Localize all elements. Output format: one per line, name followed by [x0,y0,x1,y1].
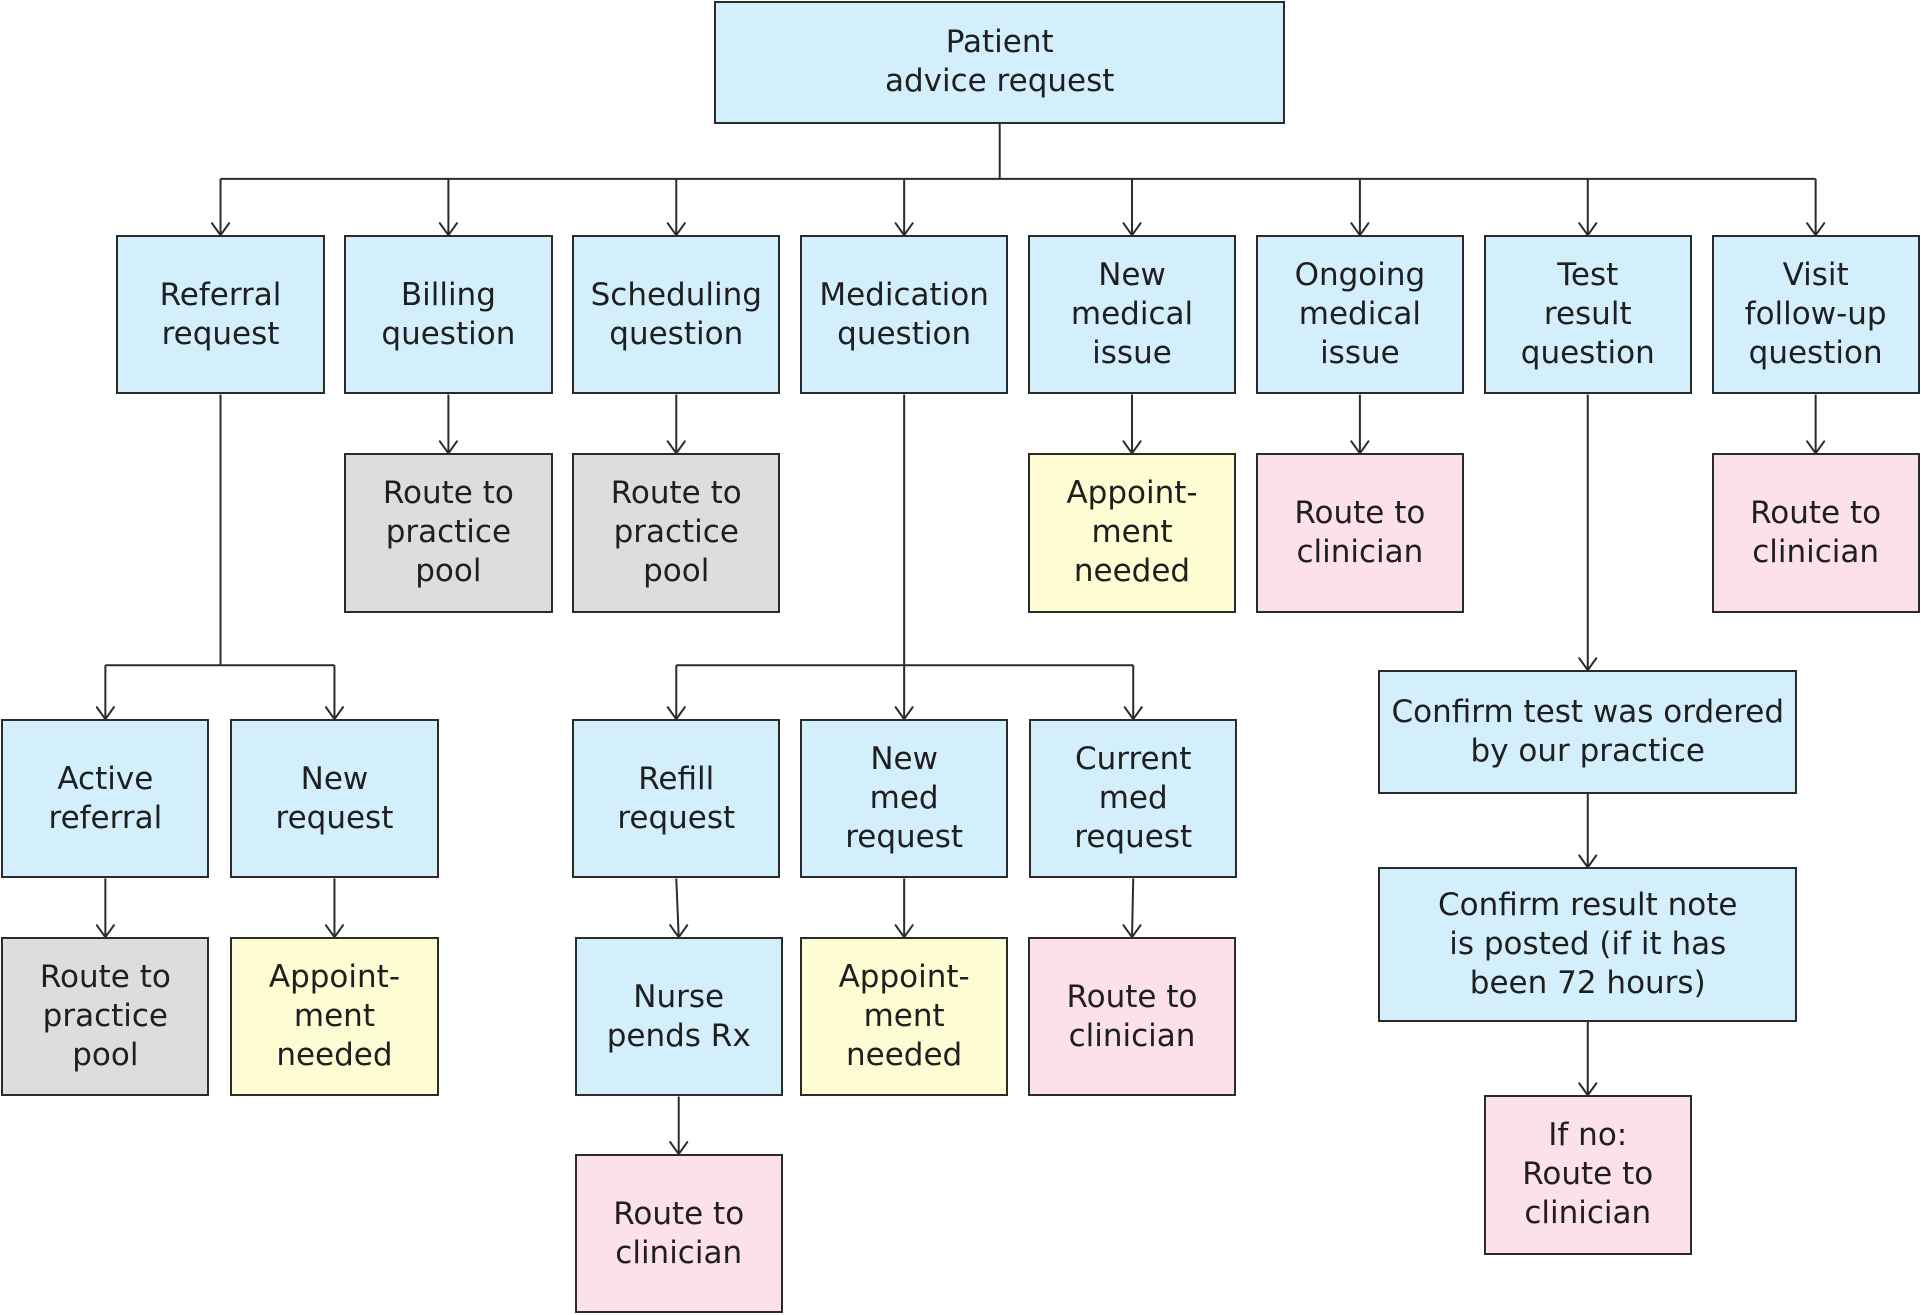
current-med-request-to-current-med-route-to-clinician-connector [1131,878,1135,938]
scheduling-question-box: Scheduling question [572,235,781,395]
medication-question-box: Medication question [800,235,1009,395]
billing-route-to-practice-pool-box: Route to practice pool [344,453,553,613]
nurse-pends-rx-box: Nurse pends Rx [574,937,783,1097]
refill-request-box: Refill request [572,719,781,879]
nurse-route-to-clinician-box: Route to clinician [574,1154,783,1314]
new-medical-issue-box: New medical issue [1027,235,1237,395]
new-request-box: New request [230,719,439,879]
new-request-appointment-needed-box: Appoint- ment needed [230,937,439,1097]
new-med-appointment-needed-box: Appoint- ment needed [800,937,1009,1097]
current-med-request-box: Current med request [1029,719,1238,879]
ongoing-medical-issue-box: Ongoing medical issue [1255,235,1465,395]
referral-request-box: Referral request [116,235,325,395]
billing-question-box: Billing question [344,235,553,395]
visit-follow-up-question-box: Visit follow-up question [1711,235,1920,395]
new-issue-appointment-needed-box: Appoint- ment needed [1027,453,1237,613]
patient-advice-request-box: Patient advice request [714,1,1286,124]
current-med-route-to-clinician-box: Route to clinician [1027,937,1237,1097]
if-no-route-to-clinician-box: If no: Route to clinician [1483,1095,1692,1255]
active-referral-route-to-practice-pool-box: Route to practice pool [1,937,210,1097]
test-result-question-box: Test result question [1483,235,1692,395]
confirm-test-ordered-box: Confirm test was ordered by our practice [1378,670,1798,794]
follow-up-route-to-clinician-box: Route to clinician [1711,453,1920,613]
new-med-request-box: New med request [800,719,1009,879]
refill-request-to-nurse-pends-rx-connector [675,878,680,938]
active-referral-box: Active referral [1,719,210,879]
confirm-result-note-box: Confirm result note is posted (if it has… [1378,867,1798,1022]
ongoing-issue-route-to-clinician-box: Route to clinician [1255,453,1465,613]
scheduling-route-to-practice-pool-box: Route to practice pool [572,453,781,613]
